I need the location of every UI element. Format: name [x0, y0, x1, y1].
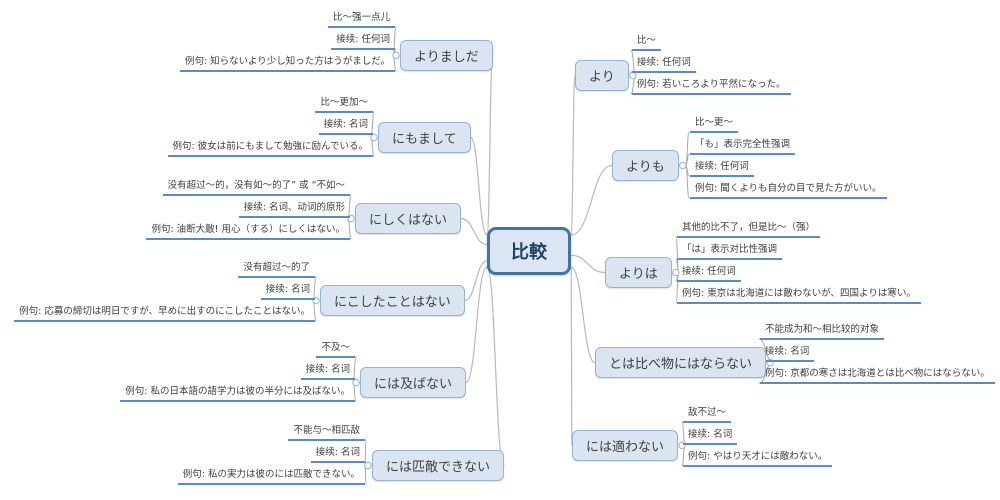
note-line[interactable]: 接续: 任何词 [632, 57, 696, 73]
branch-notes: 不能成为和～相比较的对象 接续: 名词 例句: 京都の寒さは北海道とは比べ物には… [760, 324, 995, 390]
branch-notes: 其他的比不了，但是比～（强） 「は」表示对比性强调 接续: 任何词 例句: 東京… [677, 222, 921, 310]
note-line[interactable]: 接续: 名词 [683, 429, 738, 445]
branch-notes: 比～更～ 「も」表示完全性强调 接续: 任何词 例句: 聞くよりも自分の目で見た… [690, 117, 887, 205]
note-line[interactable]: 没有超过～的了 [238, 262, 315, 278]
branch-node-left-2[interactable]: にしくはない [355, 203, 462, 234]
note-line[interactable]: 比～ [632, 35, 662, 51]
note-line[interactable]: 不能与～相匹敌 [288, 425, 365, 441]
note-line[interactable]: 接续: 任何词 [677, 266, 741, 282]
note-line[interactable]: 例句: 知らないより少し知った方はうがましだ。 [179, 56, 395, 72]
note-line[interactable]: 例句: やはり天才には敵わない。 [683, 451, 833, 467]
branch-node-left-0[interactable]: よりましだ [400, 40, 493, 71]
note-line[interactable]: 例句: 聞くよりも自分の目で見た方がいい。 [690, 183, 887, 199]
note-line[interactable]: 接续: 名词 [310, 447, 365, 463]
branch-node-right-0[interactable]: より [575, 60, 629, 91]
branch-node-left-1[interactable]: にもまして [378, 122, 471, 153]
note-line[interactable]: 例句: 彼女は前にもまして勉強に励んでいる。 [167, 141, 373, 157]
central-topic[interactable]: 比較 [487, 227, 571, 275]
note-line[interactable]: 「は」表示对比性强调 [677, 244, 783, 260]
note-line[interactable]: 接续: 名词 [300, 364, 355, 380]
branch-notes: 没有超过～的了 接续: 名词 例句: 応募の締切は明日ですが、早めに出すのにこし… [14, 262, 315, 328]
note-line[interactable]: 没有超过～的，没有如～的了” 或 “不如～ [162, 180, 350, 196]
note-line[interactable]: 接续: 名词 [318, 119, 373, 135]
note-line[interactable]: 敌不过～ [683, 407, 732, 423]
branch-notes: 不能与～相匹敌 接续: 名词 例句: 私の実力は彼のには匹敵できない。 [177, 425, 365, 491]
note-line[interactable]: 「も」表示完全性强调 [690, 139, 796, 155]
note-line[interactable]: 例句: 東京は北海道には敵わないが、四国よりは寒い。 [677, 288, 921, 304]
note-line[interactable]: 接续: 名词、动词的原形 [238, 202, 350, 218]
note-line[interactable]: 比～强一点儿 [327, 12, 395, 28]
branch-node-left-3[interactable]: にこしたことはない [320, 285, 465, 316]
branch-node-left-5[interactable]: には匹敵できない [372, 450, 505, 481]
note-line[interactable]: 不及～ [316, 342, 355, 358]
note-line[interactable]: 例句: 油断大敵! 用心（する）にしくはない。 [146, 224, 350, 240]
note-line[interactable]: 例句: 応募の締切は明日ですが、早めに出すのにこしたことはない。 [14, 306, 315, 322]
note-line[interactable]: 接续: 名词 [760, 346, 815, 362]
note-line[interactable]: 比～更～ [690, 117, 739, 133]
branch-notes: 没有超过～的，没有如～的了” 或 “不如～ 接续: 名词、动词的原形 例句: 油… [146, 180, 350, 246]
branch-notes: 比～更加～ 接续: 名词 例句: 彼女は前にもまして勉強に励んでいる。 [167, 97, 373, 163]
note-line[interactable]: 接续: 任何词 [690, 161, 754, 177]
note-line[interactable]: 其他的比不了，但是比～（强） [677, 222, 821, 238]
branch-notes: 敌不过～ 接续: 名词 例句: やはり天才には敵わない。 [683, 407, 833, 473]
branch-notes: 不及～ 接续: 名词 例句: 私の日本語の語学力は彼の半分には及ばない。 [120, 342, 355, 408]
note-line[interactable]: 不能成为和～相比较的对象 [760, 324, 885, 340]
note-line[interactable]: 接续: 任何词 [331, 34, 395, 50]
note-line[interactable]: 例句: 私の日本語の語学力は彼の半分には及ばない。 [120, 386, 355, 402]
branch-node-left-4[interactable]: には及ばない [360, 367, 467, 398]
note-line[interactable]: 例句: 京都の寒さは北海道とは比べ物にはならない。 [760, 368, 995, 384]
branch-node-right-3[interactable]: とは比べ物にはならない [595, 347, 767, 378]
branch-node-right-2[interactable]: よりは [605, 257, 672, 288]
note-line[interactable]: 例句: 私の実力は彼のには匹敵できない。 [177, 469, 365, 485]
branch-notes: 比～强一点儿 接续: 任何词 例句: 知らないより少し知った方はうがましだ。 [179, 12, 395, 78]
branch-notes: 比～ 接续: 任何词 例句: 若いころより平然になった。 [632, 35, 791, 101]
note-line[interactable]: 接续: 名词 [260, 284, 315, 300]
branch-node-right-4[interactable]: には適わない [572, 430, 679, 461]
branch-node-right-1[interactable]: よりも [612, 150, 679, 181]
note-line[interactable]: 比～更加～ [315, 97, 373, 113]
note-line[interactable]: 例句: 若いころより平然になった。 [632, 79, 791, 95]
